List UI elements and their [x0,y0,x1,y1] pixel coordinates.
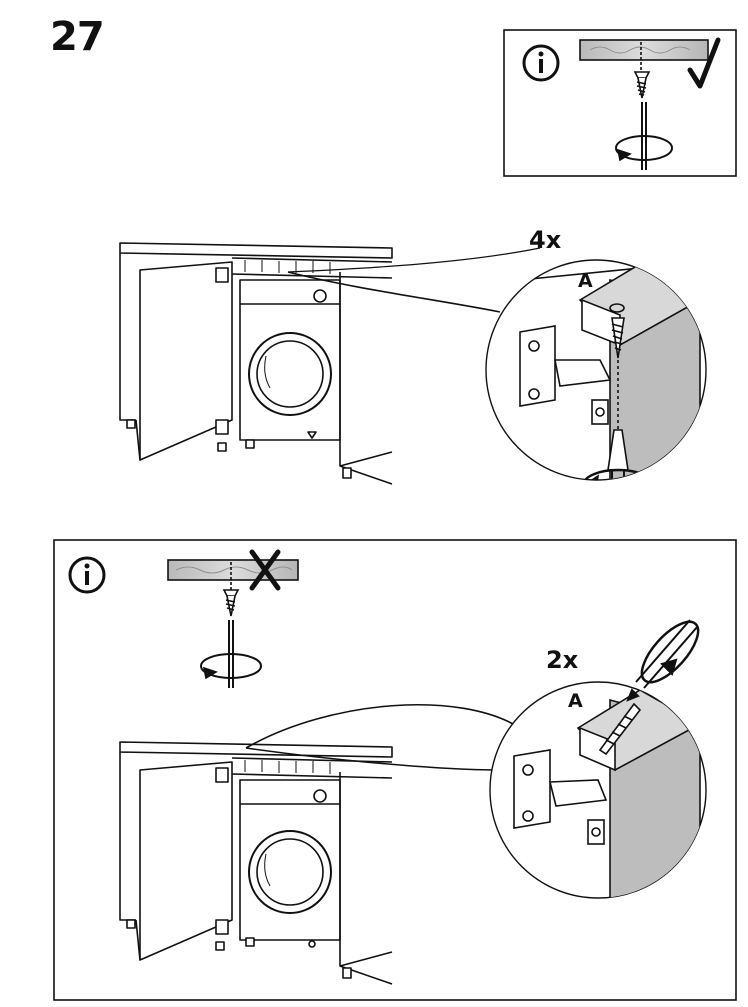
screw-icon [633,71,651,99]
cabinet-top [119,242,541,485]
hinge-detail-bottom [489,681,707,899]
info-icon [522,44,560,82]
wrong-method [167,549,299,688]
cabinet-bottom [119,704,521,985]
wood-plank-icon [167,559,299,581]
check-mark-icon [687,37,721,89]
screwdriver-angled-icon [626,619,700,702]
quantity-label-bottom: 2x [546,646,579,674]
quantity-label-top: 4x [529,226,562,254]
part-label-bottom: A [568,690,583,712]
info-icon [68,556,106,594]
info-box-incorrect [53,539,737,1001]
wood-plank-icon [579,39,709,61]
screwdriver-icon [615,102,673,170]
part-label-top: A [578,270,593,292]
cross-mark-icon [249,549,281,591]
hinge-detail-top [485,259,707,481]
info-box-correct [503,29,737,177]
step-number: 27 [50,14,105,60]
